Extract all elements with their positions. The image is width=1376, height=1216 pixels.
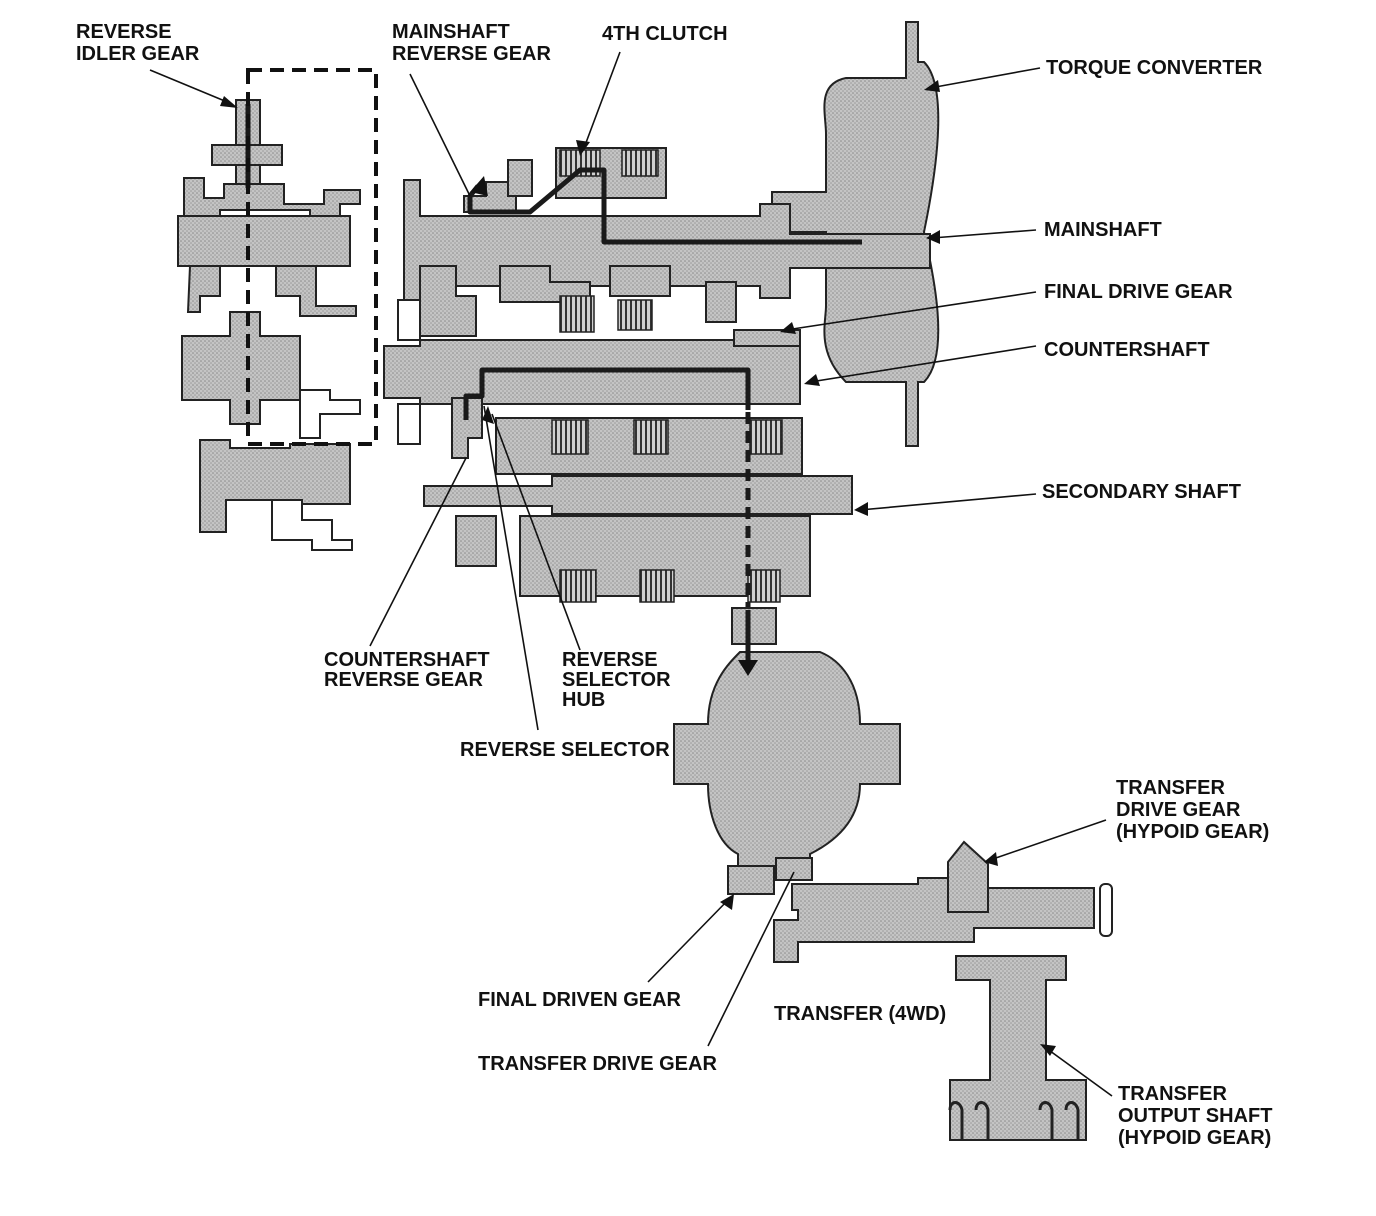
- label-mainshaft: MAINSHAFT: [1044, 219, 1162, 241]
- upper-left-gears: [183, 177, 361, 221]
- final-drive-gear: [733, 329, 801, 347]
- label-countershaft-reverse-gear: COUNTERSHAFT REVERSE GEAR: [324, 649, 495, 691]
- leader-lines: [149, 51, 1113, 1097]
- transfer-drive-hypoid-gear: [947, 840, 989, 913]
- reverse-assembly-highlight: [246, 68, 378, 446]
- differential-body: [673, 651, 901, 875]
- secondary-clutch-f: [747, 569, 781, 603]
- transfer-drive-gear: [775, 857, 813, 881]
- transfer-output-flange: [948, 1101, 1080, 1140]
- lower-left-gear: [271, 499, 353, 551]
- reverse-idler-assembly: [177, 99, 361, 551]
- mainshaft-gear-a: [507, 159, 533, 197]
- transfer-output-shaft-body: [949, 955, 1087, 1141]
- secondary-shaft-body: [423, 475, 853, 515]
- mainshaft-lower-clutch: [559, 295, 595, 333]
- mainshaft-assembly: [403, 147, 931, 337]
- secondary-clutch-e: [639, 569, 675, 603]
- secondary-clutch-c: [749, 419, 783, 455]
- label-final-driven-gear: FINAL DRIVEN GEAR: [478, 989, 682, 1011]
- transfer-shaft: [773, 877, 1095, 963]
- countershaft-side-gears: [397, 299, 421, 445]
- middle-left-gear: [299, 389, 361, 439]
- label-transfer-drive-gear: TRANSFER DRIVE GEAR: [478, 1053, 717, 1075]
- secondary-clutch-a: [551, 419, 589, 455]
- final-driven-gear: [727, 865, 775, 895]
- upper-left-shaft: [177, 215, 351, 267]
- mainshaft-lower-clutch-b: [617, 299, 653, 331]
- label-transfer-4wd: TRANSFER (4WD): [774, 1003, 946, 1025]
- label-transfer-output-shaft: TRANSFER OUTPUT SHAFT (HYPOID GEAR): [1118, 1083, 1278, 1149]
- secondary-clutch-b: [633, 419, 669, 455]
- label-secondary-shaft: SECONDARY SHAFT: [1042, 481, 1241, 503]
- label-transfer-drive-gear-hypoid: TRANSFER DRIVE GEAR (HYPOID GEAR): [1116, 777, 1269, 843]
- label-reverse-selector-hub: REVERSE SELECTOR HUB: [562, 649, 676, 711]
- lower-left-shaft: [199, 439, 351, 533]
- countershaft-assembly: [383, 299, 801, 459]
- mainshaft-clutch-plates: [621, 149, 659, 177]
- flow-arrow-differential: [738, 660, 758, 676]
- flow-arrow-mainshaft: [470, 176, 488, 196]
- secondary-shaft-assembly: [423, 412, 853, 610]
- labels: REVERSE IDLER GEAR MAINSHAFT REVERSE GEA…: [76, 21, 1278, 1149]
- label-4th-clutch: 4TH CLUTCH: [602, 23, 728, 45]
- secondary-clutch-d: [559, 569, 597, 603]
- label-reverse-selector: REVERSE SELECTOR: [460, 739, 670, 761]
- label-final-drive-gear: FINAL DRIVE GEAR: [1044, 281, 1233, 303]
- secondary-shaft-lower-gears: [455, 515, 811, 597]
- label-reverse-idler-gear: REVERSE IDLER GEAR: [76, 21, 200, 65]
- label-countershaft: COUNTERSHAFT: [1044, 339, 1210, 361]
- differential-assembly: [673, 607, 901, 895]
- label-torque-converter: TORQUE CONVERTER: [1046, 57, 1263, 79]
- label-mainshaft-reverse-gear: MAINSHAFT REVERSE GEAR: [392, 21, 551, 65]
- differential-input: [731, 607, 777, 645]
- transfer-shaft-end: [1099, 883, 1113, 937]
- middle-left-shaft: [181, 311, 301, 425]
- upper-left-gears-lower: [186, 265, 357, 317]
- transfer-assembly: [773, 840, 1113, 1141]
